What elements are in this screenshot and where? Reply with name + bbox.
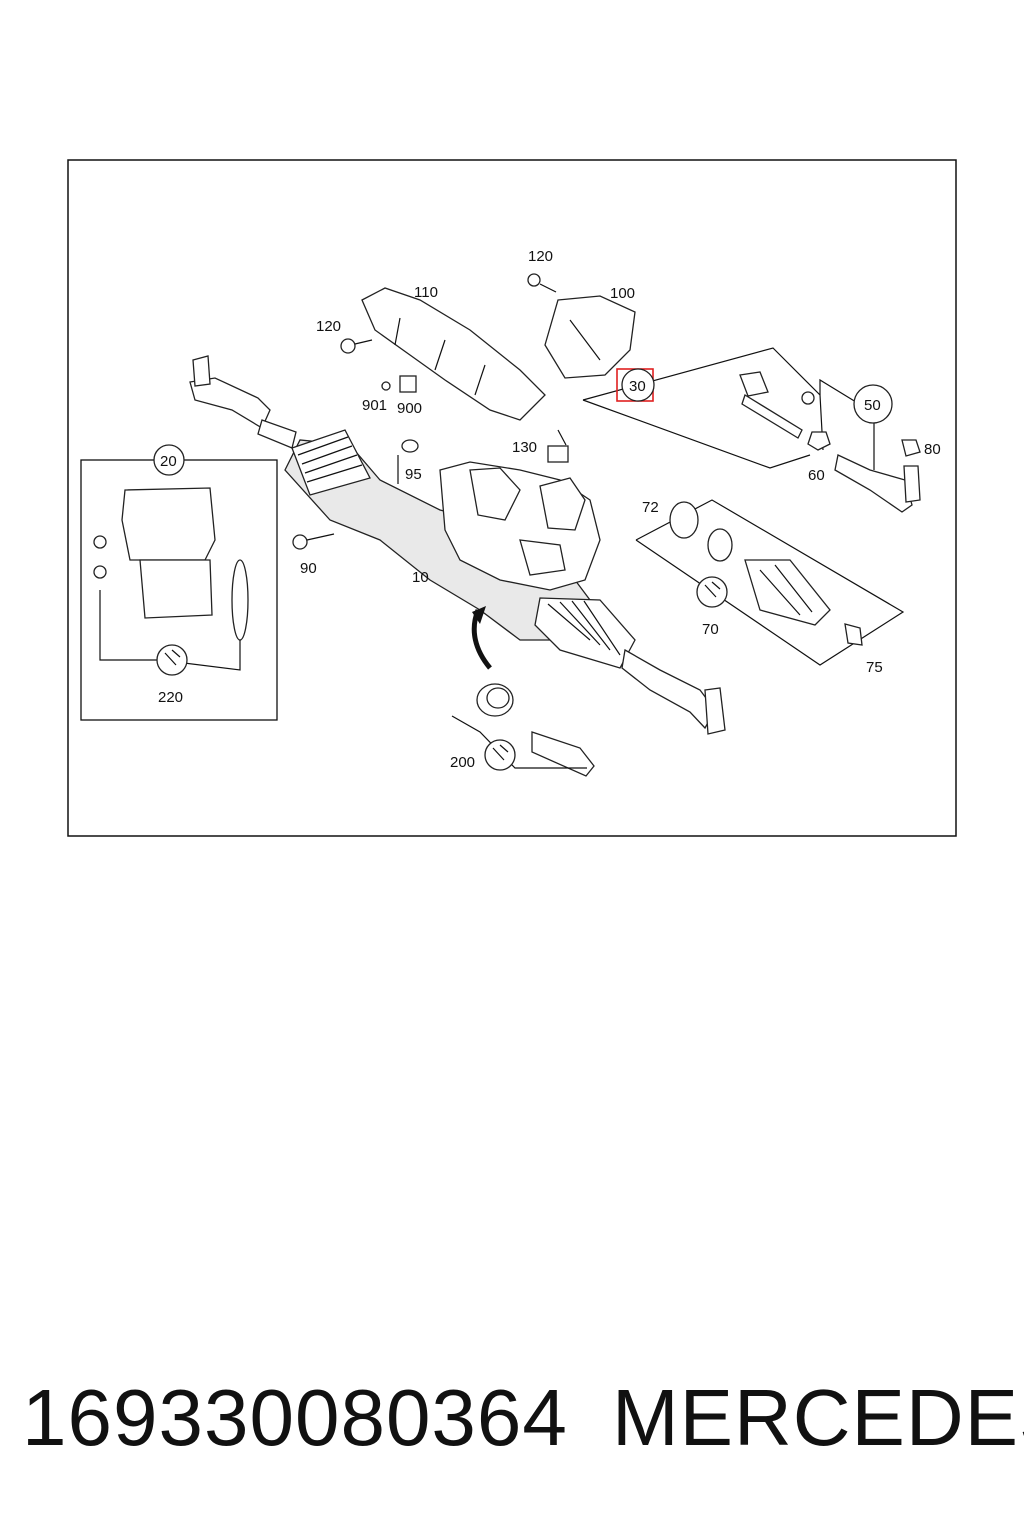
label-72: 72 [642, 499, 659, 516]
part-120-bolt-top [527, 273, 557, 293]
callout-circle-30 [621, 368, 655, 402]
part-20-motor [93, 487, 249, 676]
part-number: 169330080364 [22, 1373, 568, 1462]
part-50-outer-tie-rod [819, 378, 921, 513]
left-bellows [291, 429, 371, 496]
right-tie-rod-end [621, 648, 726, 735]
label-30: 30 [629, 378, 646, 395]
label-100: 100 [610, 285, 635, 302]
part-30-inner-tie-rod [582, 347, 831, 469]
diagram-frame [67, 159, 957, 837]
label-901: 901 [362, 397, 387, 414]
callout-circle-20 [153, 444, 185, 476]
steering-rack-diagram: 10 20 30 50 60 70 72 75 80 90 95 100 110… [67, 159, 957, 837]
caption: 169330080364 MERCEDES [0, 1372, 1024, 1482]
part-110-cover [361, 287, 546, 421]
part-130-nut [547, 429, 569, 463]
part-70-boot-kit [635, 499, 905, 666]
label-90: 90 [300, 560, 317, 577]
part-95-washer [397, 439, 419, 484]
part-200-seal [451, 683, 595, 777]
callout-circle-50 [853, 384, 893, 424]
part-90-bolt [292, 533, 335, 550]
brand-name: MERCEDES [612, 1373, 1024, 1462]
part-100-bracket [544, 295, 636, 379]
label-10: 10 [412, 569, 429, 586]
label-110: 110 [414, 284, 438, 301]
part-900-clip [381, 375, 417, 393]
label-220: 220 [158, 689, 183, 706]
label-80: 80 [924, 441, 941, 458]
steering-rack-housing [284, 439, 601, 641]
part-120-bolt-left [340, 338, 373, 354]
label-900: 900 [397, 400, 422, 417]
assembly-arrow [471, 606, 492, 670]
label-120-top: 120 [528, 248, 553, 265]
label-200: 200 [450, 754, 475, 771]
right-bellows [534, 597, 636, 669]
label-130: 130 [512, 439, 537, 456]
label-20: 20 [160, 453, 177, 470]
label-50: 50 [864, 397, 881, 414]
label-60: 60 [808, 467, 825, 484]
label-70: 70 [702, 621, 719, 638]
label-120-left: 120 [316, 318, 341, 335]
left-tie-rod-end [189, 355, 297, 449]
label-75: 75 [866, 659, 883, 676]
label-95: 95 [405, 466, 422, 483]
